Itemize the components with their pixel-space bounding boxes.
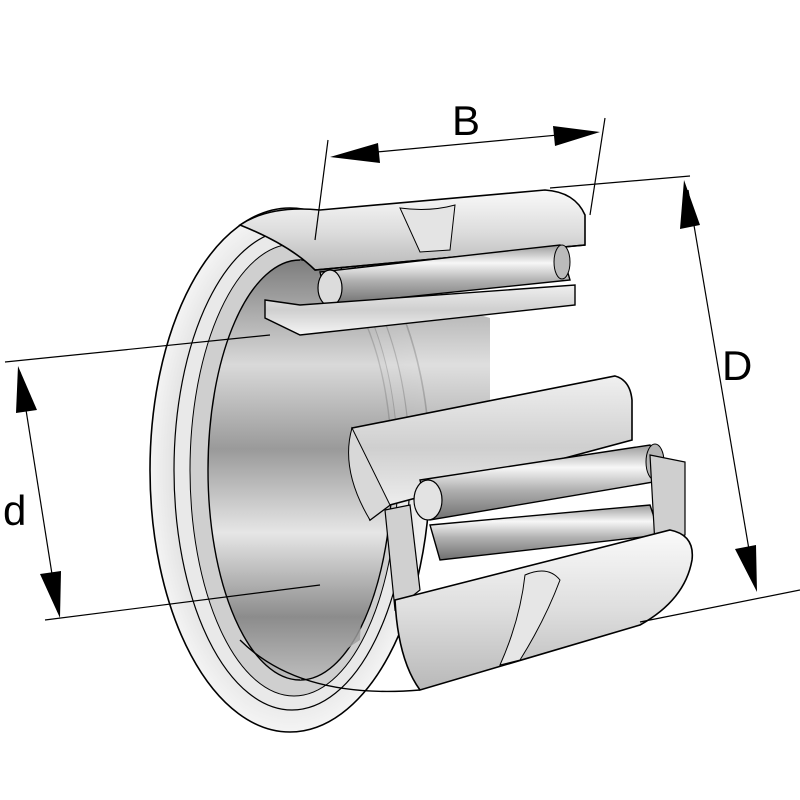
cage-lower [384,454,686,612]
needle-roller-lower [413,443,666,561]
dimension-b: B [314,97,606,241]
arrow-bottom-d [735,545,757,592]
arrow-bottom-d-bore [40,571,61,618]
label-d-outer: D [722,342,752,389]
outer-shell-lower [239,529,694,693]
outer-shell-top [238,189,586,271]
label-b: B [452,97,480,144]
dimension-d-outer: D [549,175,800,623]
inner-ring-top [264,284,576,336]
needle-roller-top [317,244,571,307]
arrow-top-d-bore [16,366,37,413]
label-d-bore: d [3,487,26,534]
arrow-right-b [553,126,600,146]
arrow-left-b [330,143,380,163]
arrow-top-d [680,180,700,229]
dimension-d-bore: d [3,334,321,621]
